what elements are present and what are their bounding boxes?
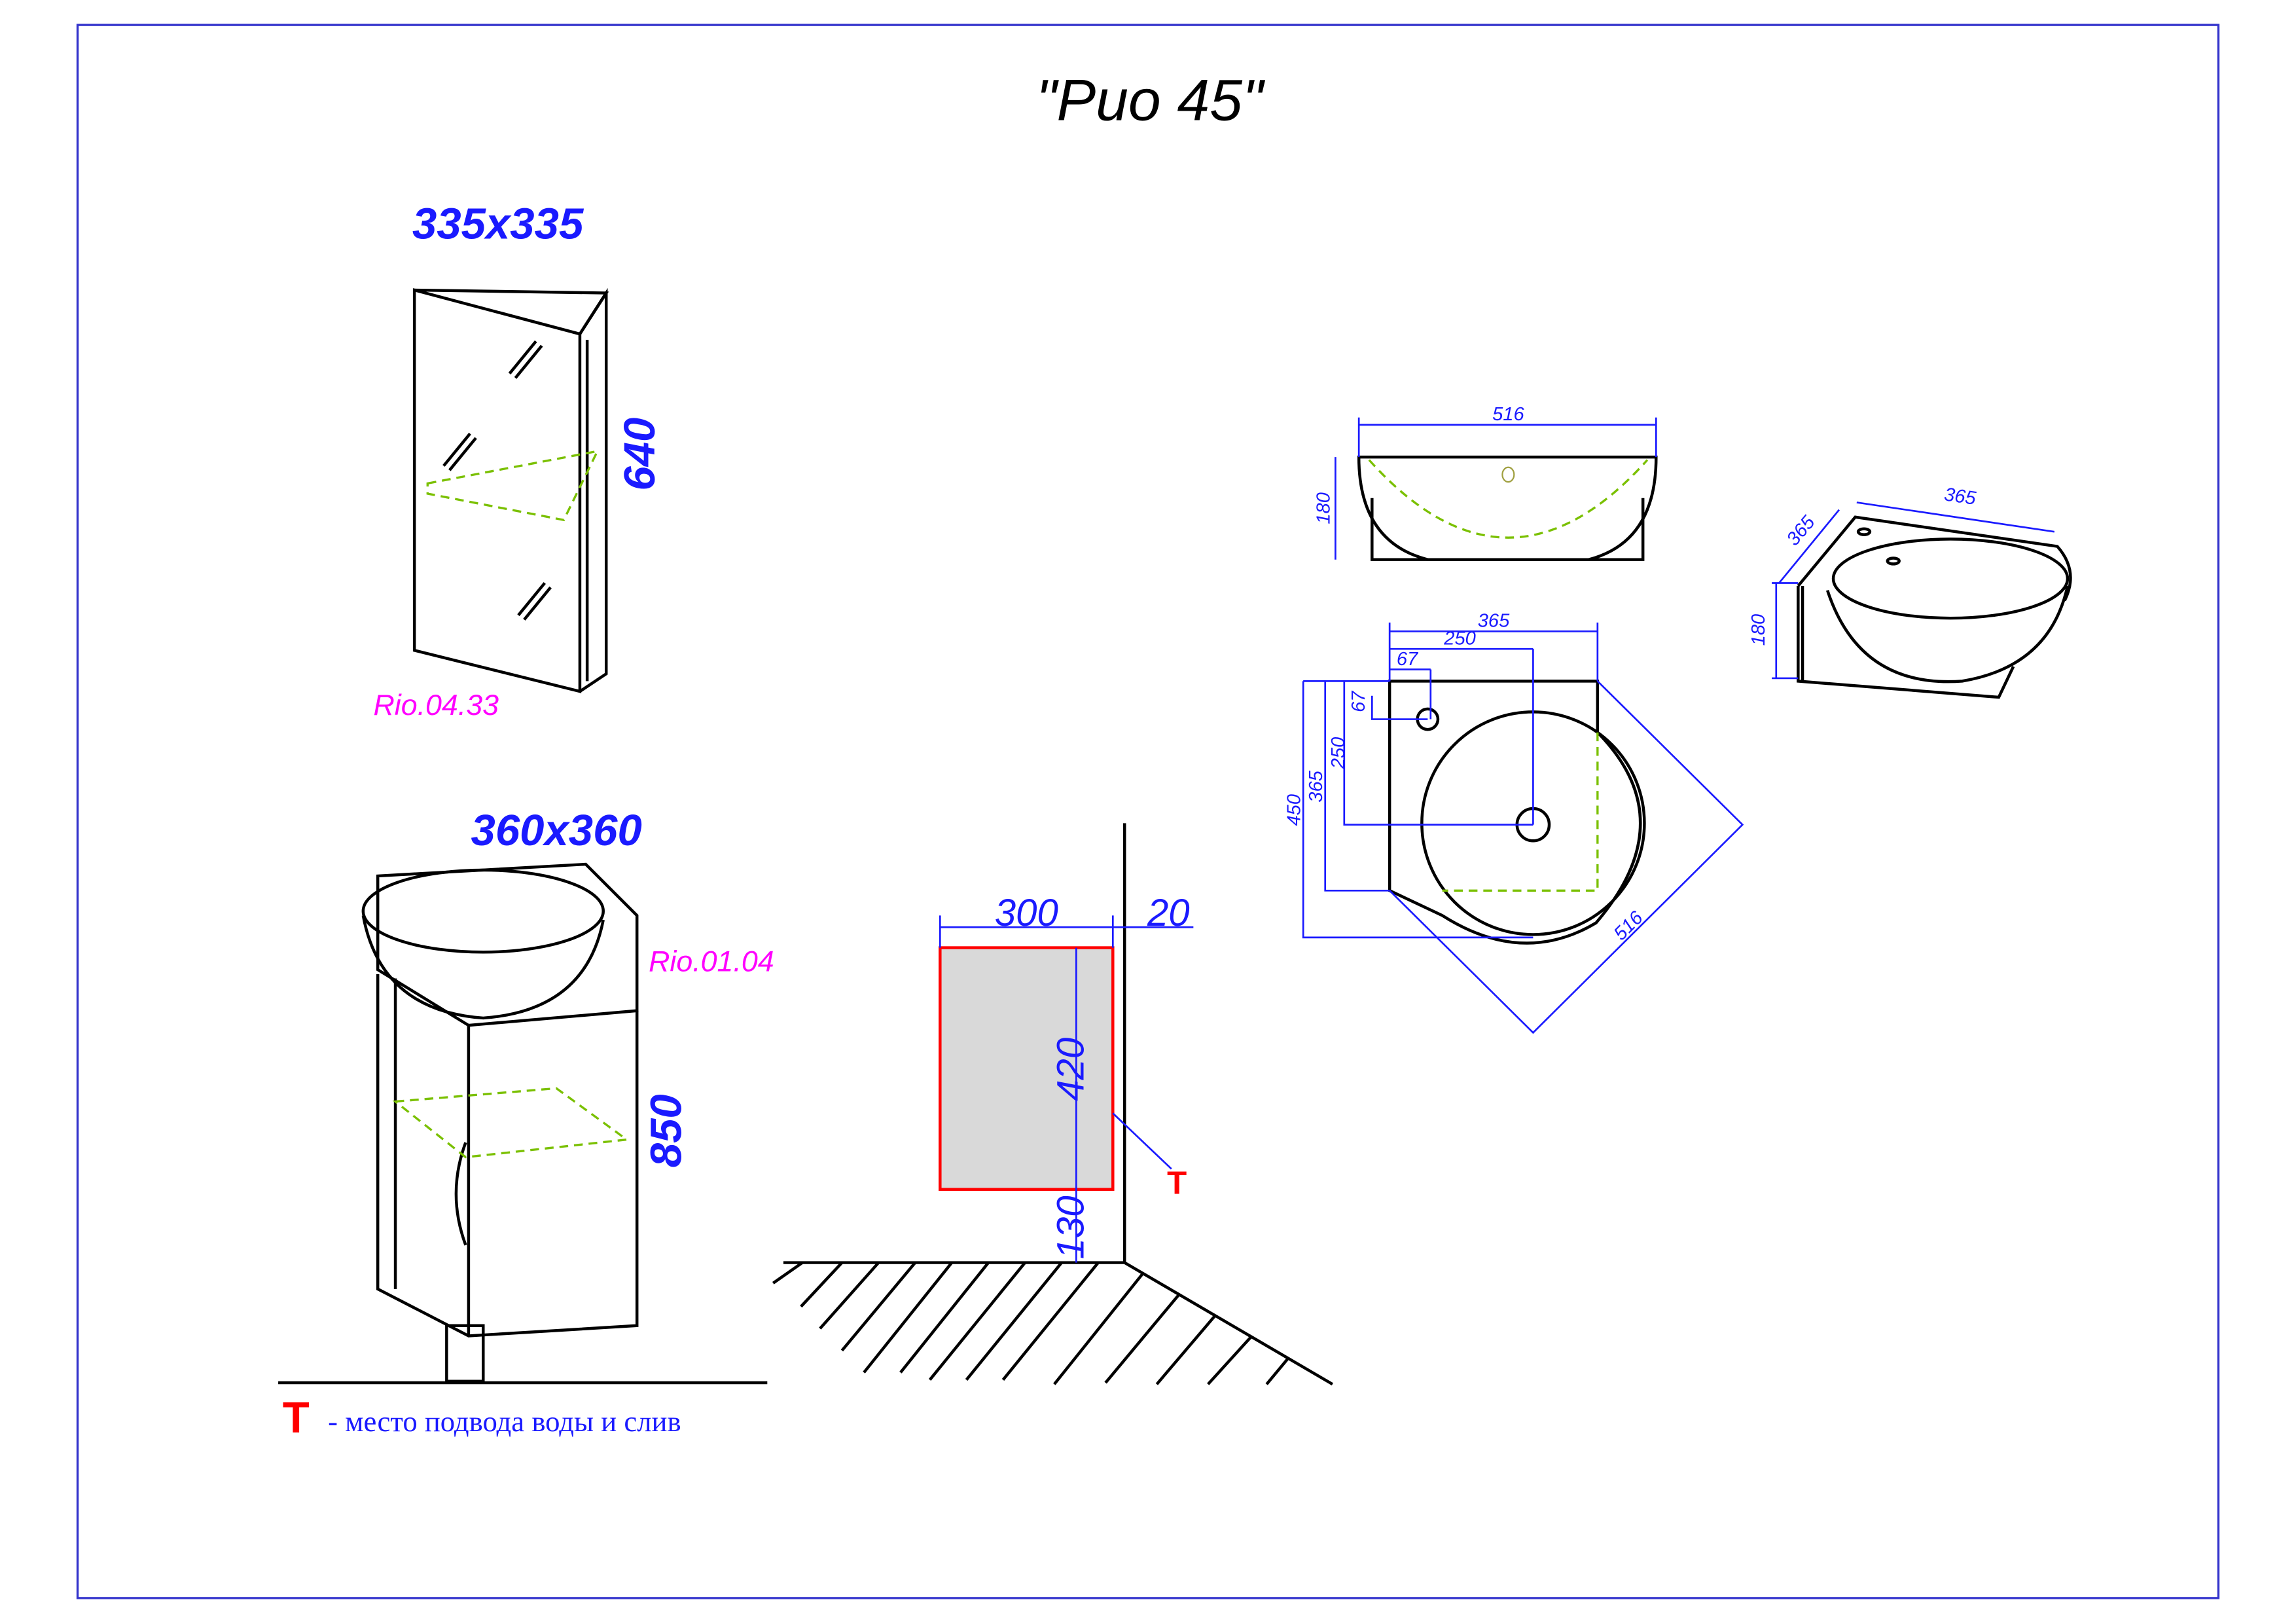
install-gap-label: 20 xyxy=(1147,892,1190,934)
vanity-size-label: 360x360 xyxy=(471,806,642,855)
mirror-height-label: 640 xyxy=(615,418,664,491)
vanity-drawing: 360x360 Rio.01.04 850 xyxy=(278,806,774,1385)
sink-front-view: 516 180 xyxy=(1313,404,1658,561)
front-width-label: 516 xyxy=(1492,404,1524,425)
iso-side-a-label: 365 xyxy=(1783,511,1820,549)
plan-365v-label: 365 xyxy=(1306,770,1327,802)
sheet-border xyxy=(76,24,2220,1599)
front-height-label: 180 xyxy=(1313,492,1334,524)
legend-text: - место подвода воды и слив xyxy=(328,1405,681,1438)
vanity-height-label: 850 xyxy=(641,1094,691,1167)
plan-250-label: 250 xyxy=(1443,628,1476,649)
page-title: "Рио 45" xyxy=(1036,67,1266,133)
mirror-size-label: 335x335 xyxy=(412,200,584,249)
install-floor-offset-label: 130 xyxy=(1050,1195,1092,1259)
mirror-cabinet-drawing: 335x335 640 Rio.04.33 xyxy=(373,200,664,721)
sink-plan-view: 365 250 67 67 250 365 450 516 xyxy=(1284,611,1744,1034)
sink-iso-view: 365 365 180 xyxy=(1748,484,2072,699)
water-supply-marker: T xyxy=(1167,1165,1187,1201)
install-height-label: 420 xyxy=(1050,1038,1092,1101)
plan-67-label: 67 xyxy=(1397,649,1419,670)
installation-diagram: 300 20 420 130 T xyxy=(772,823,1334,1386)
plan-450-label: 450 xyxy=(1284,794,1305,826)
mirror-code: Rio.04.33 xyxy=(373,689,499,721)
legend: T - место подвода воды и слив xyxy=(283,1393,681,1442)
install-width-label: 300 xyxy=(995,892,1058,934)
plan-250v-label: 250 xyxy=(1328,737,1349,770)
iso-side-b-label: 365 xyxy=(1943,484,1977,509)
iso-height-label: 180 xyxy=(1748,614,1769,646)
plan-516-label: 516 xyxy=(1610,907,1648,945)
plan-365-label: 365 xyxy=(1478,611,1510,632)
legend-marker: T xyxy=(283,1393,310,1442)
plan-67v-label: 67 xyxy=(1348,690,1369,712)
vanity-code: Rio.01.04 xyxy=(649,945,774,977)
